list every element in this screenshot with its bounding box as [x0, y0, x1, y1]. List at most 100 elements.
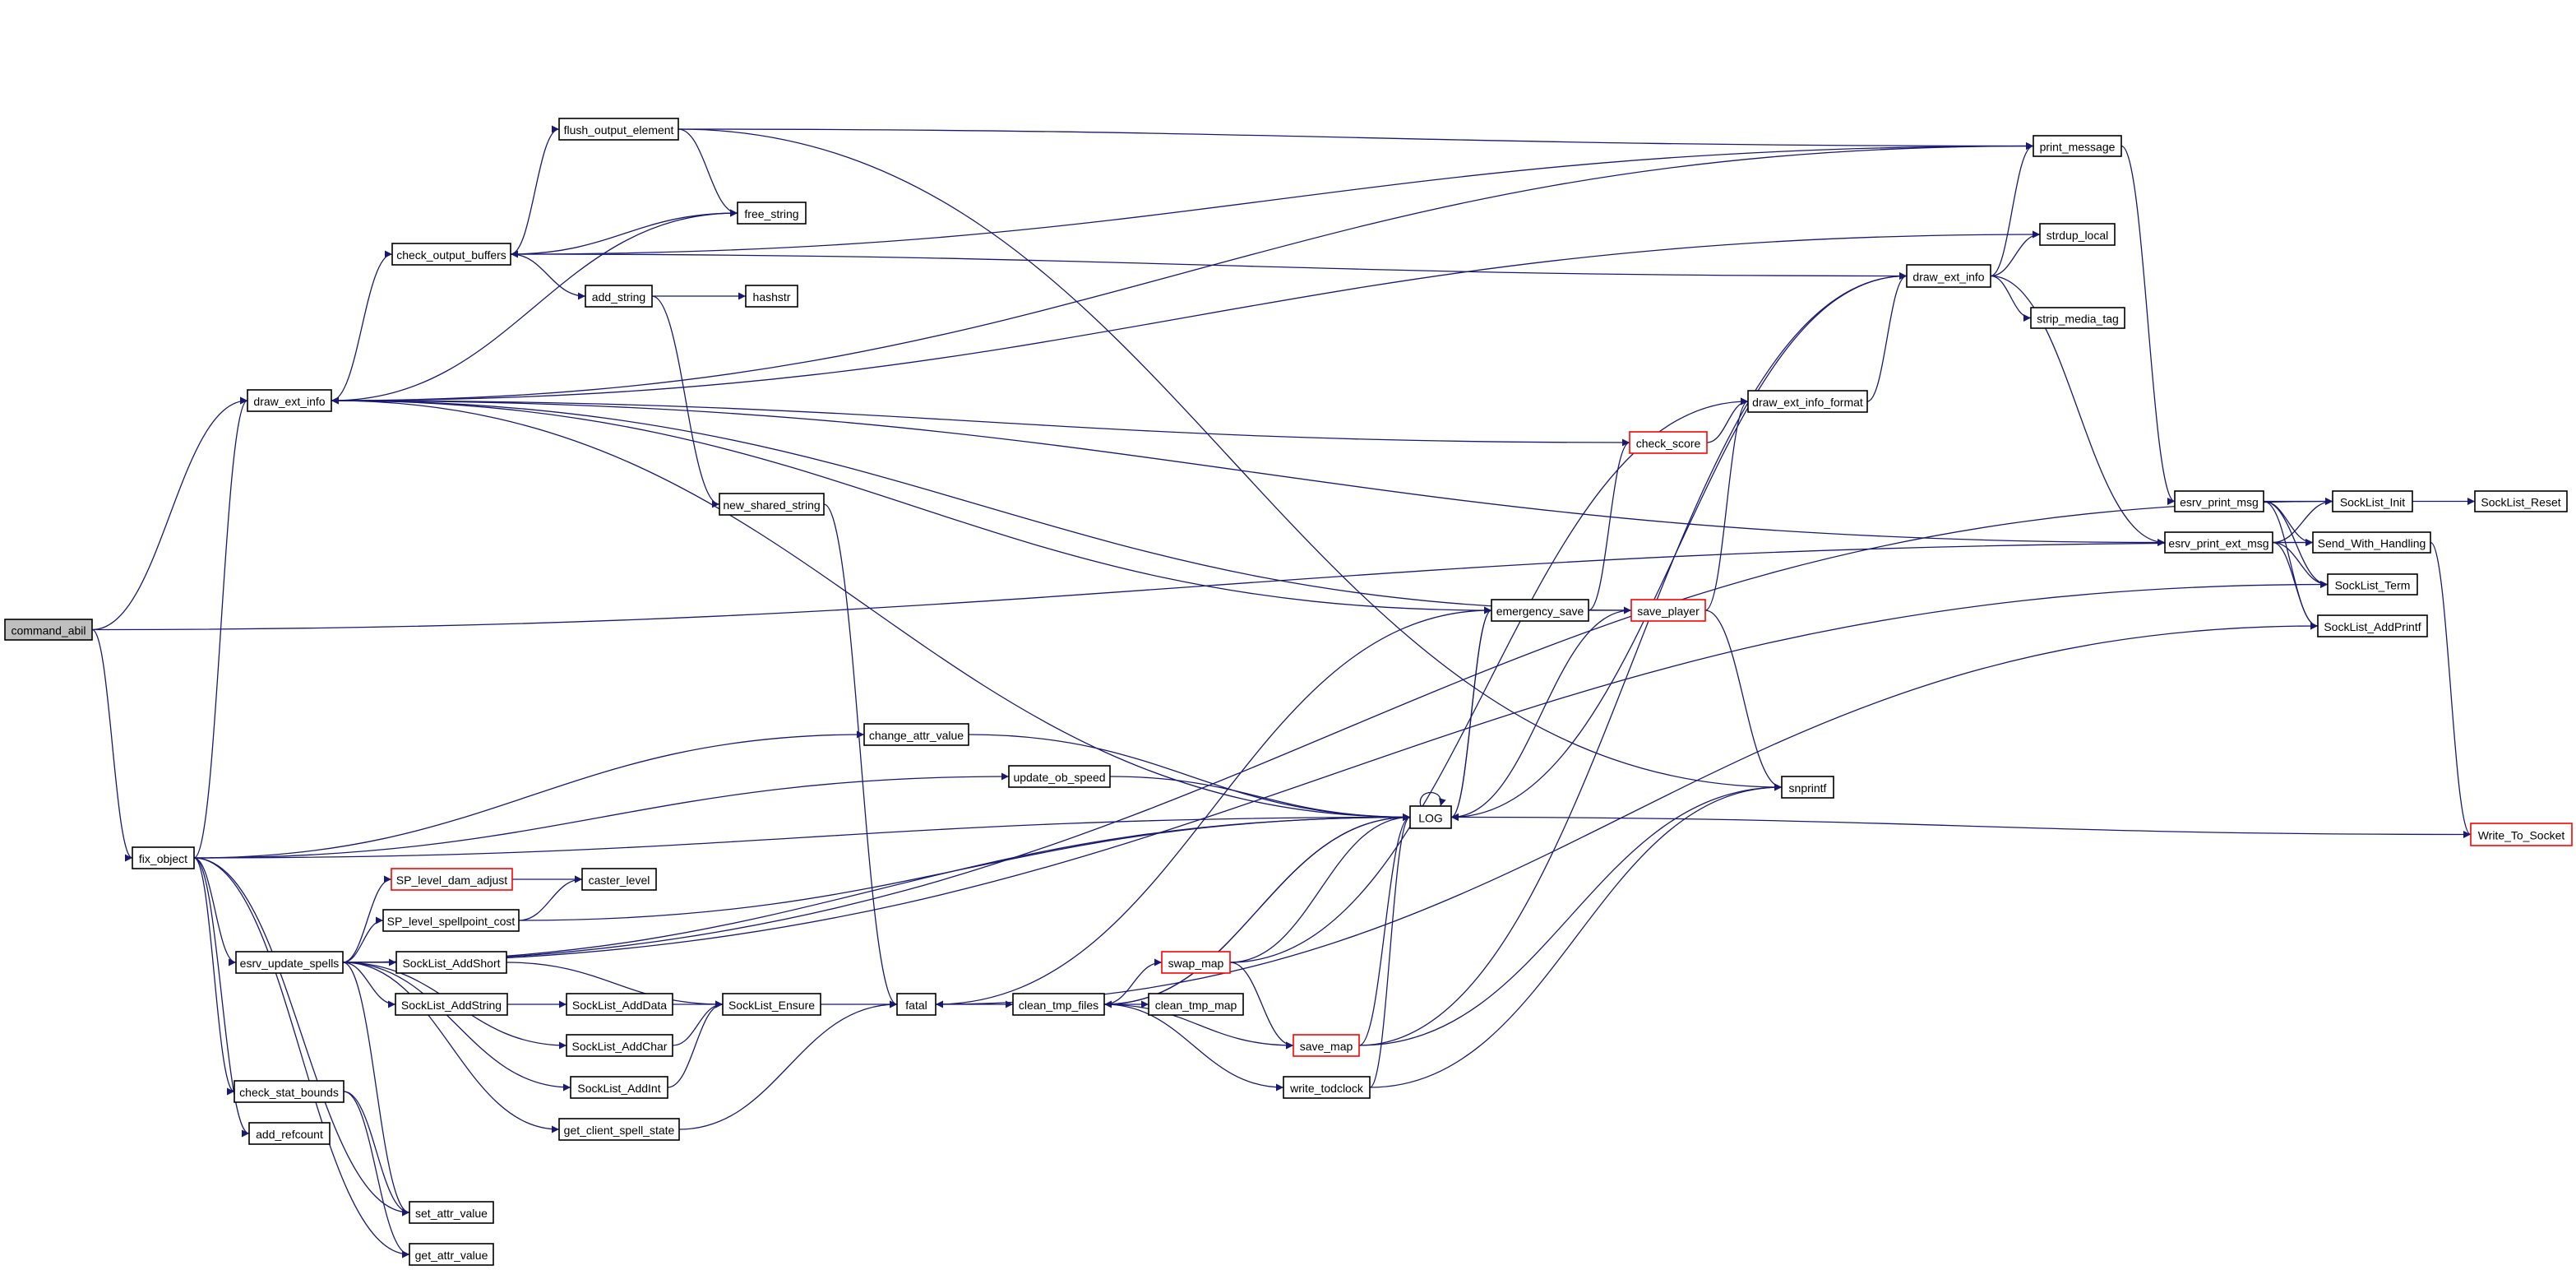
node-box — [1906, 264, 1991, 288]
node-box — [558, 1118, 680, 1141]
node-label: check_score — [1636, 437, 1701, 450]
edge-command_abil-to-Send_With_Handling — [91, 539, 2314, 631]
node-add_string[interactable]: add_string — [585, 285, 653, 308]
node-SockList_Term[interactable]: SockList_Term — [2327, 573, 2418, 596]
node-esrv_print_msg[interactable]: esrv_print_msg — [2174, 490, 2264, 512]
edge-draw_ext_info_L-to-LOG — [331, 400, 1411, 821]
edge-LOG-to-emergency_save — [1450, 606, 1492, 818]
node-save_player[interactable]: save_player — [1630, 599, 1706, 622]
node-draw_ext_info_format[interactable]: draw_ext_info_format — [1747, 390, 1868, 413]
node-set_attr_value[interactable]: set_attr_value — [409, 1201, 494, 1224]
node-label: SockList_AddPrintf — [2324, 620, 2421, 633]
edge-draw_ext_info_R-to-print_message — [1990, 142, 2034, 277]
node-label: get_attr_value — [415, 1249, 488, 1262]
node-box — [2470, 823, 2573, 846]
node-label: SockList_Term — [2335, 579, 2411, 592]
edge-fix_object-to-add_refcount — [193, 857, 250, 1138]
node-esrv_update_spells[interactable]: esrv_update_spells — [235, 951, 344, 974]
node-swap_map[interactable]: swap_map — [1161, 951, 1231, 974]
node-hashstr[interactable]: hashstr — [745, 285, 798, 308]
node-SockList_AddInt[interactable]: SockList_AddInt — [570, 1076, 668, 1099]
node-SockList_AddChar[interactable]: SockList_AddChar — [566, 1034, 673, 1057]
edge-draw_ext_info_format-to-draw_ext_info_R — [1866, 272, 1908, 402]
node-emergency_save[interactable]: emergency_save — [1491, 599, 1589, 622]
node-add_refcount[interactable]: add_refcount — [248, 1122, 331, 1145]
edge-command_abil-to-fix_object — [91, 628, 133, 862]
node-label: esrv_update_spells — [240, 957, 340, 970]
node-box — [2474, 490, 2568, 512]
edge-save_player-to-LOG — [1450, 610, 1632, 821]
node-caster_level[interactable]: caster_level — [581, 868, 657, 891]
edge-fix_object-to-update_ob_speed — [193, 772, 1010, 859]
edge-esrv_update_spells-to-SockList_Init — [342, 498, 2333, 963]
edge-fix_object-to-check_stat_bounds — [193, 857, 235, 1096]
node-SockList_Ensure[interactable]: SockList_Ensure — [722, 993, 821, 1016]
node-esrv_print_ext_msg[interactable]: esrv_print_ext_msg — [2164, 531, 2273, 554]
node-snprintf[interactable]: snprintf — [1781, 776, 1834, 799]
node-SockList_Reset[interactable]: SockList_Reset — [2474, 490, 2568, 512]
node-flush_output_element[interactable]: flush_output_element — [558, 118, 679, 141]
node-label: strip_media_tag — [2037, 313, 2119, 326]
node-get_attr_value[interactable]: get_attr_value — [409, 1243, 494, 1266]
node-label: SockList_AddData — [572, 999, 667, 1012]
node-box — [391, 868, 513, 891]
edge-draw_ext_info_L-to-free_string — [331, 209, 738, 401]
node-Send_With_Handling[interactable]: Send_With_Handling — [2312, 531, 2431, 554]
node-check_stat_bounds[interactable]: check_stat_bounds — [234, 1080, 345, 1103]
edge-SockList_AddPrintf-to-fatal — [935, 625, 2319, 1008]
node-draw_ext_info_L[interactable]: draw_ext_info — [247, 389, 332, 412]
node-draw_ext_info_R[interactable]: draw_ext_info — [1906, 264, 1991, 288]
node-label: SockList_AddInt — [577, 1082, 660, 1095]
node-print_message[interactable]: print_message — [2033, 135, 2122, 157]
node-strdup_local[interactable]: strdup_local — [2039, 223, 2116, 246]
node-label: SockList_AddString — [401, 999, 502, 1012]
node-box — [863, 723, 969, 746]
edge-save_player-to-draw_ext_info_format — [1704, 397, 1749, 611]
node-label: emergency_save — [1496, 605, 1584, 618]
edge-swap_map-to-LOG — [1229, 813, 1411, 963]
node-save_map[interactable]: save_map — [1293, 1034, 1360, 1057]
node-clean_tmp_map[interactable]: clean_tmp_map — [1148, 993, 1244, 1016]
node-change_attr_value[interactable]: change_attr_value — [863, 723, 969, 746]
node-SockList_AddShort[interactable]: SockList_AddShort — [395, 951, 507, 974]
node-strip_media_tag[interactable]: strip_media_tag — [2030, 307, 2125, 329]
node-SP_level_spellpoint_cost[interactable]: SP_level_spellpoint_cost — [382, 909, 520, 932]
edge-command_abil-to-draw_ext_info_L — [91, 396, 248, 631]
edge-check_output_buffers-to-add_string — [510, 253, 586, 300]
node-SockList_AddData[interactable]: SockList_AddData — [566, 993, 673, 1016]
edge-fatal-to-emergency_save — [935, 606, 1492, 1005]
node-label: swap_map — [1168, 957, 1224, 970]
node-box — [235, 951, 344, 974]
node-label: get_client_spell_state — [564, 1124, 675, 1137]
node-LOG[interactable]: LOG — [1409, 805, 1452, 829]
node-label: new_shared_string — [723, 498, 820, 512]
node-SockList_Init[interactable]: SockList_Init — [2332, 490, 2413, 512]
node-label: draw_ext_info — [253, 395, 325, 408]
node-SP_level_dam_adjust[interactable]: SP_level_dam_adjust — [391, 868, 513, 891]
node-box — [2033, 135, 2122, 157]
edge-flush_output_element-to-snprintf — [678, 128, 1783, 791]
node-check_score[interactable]: check_score — [1629, 431, 1708, 454]
node-box — [2174, 490, 2264, 512]
node-box — [395, 993, 508, 1016]
node-clean_tmp_files[interactable]: clean_tmp_files — [1012, 993, 1105, 1016]
node-box — [247, 389, 332, 412]
node-update_ob_speed[interactable]: update_ob_speed — [1008, 765, 1111, 788]
node-SockList_AddPrintf[interactable]: SockList_AddPrintf — [2317, 614, 2428, 637]
edge-check_stat_bounds-to-set_attr_value — [343, 1091, 410, 1217]
node-box — [409, 1243, 494, 1266]
node-new_shared_string[interactable]: new_shared_string — [719, 493, 825, 516]
node-SockList_AddString[interactable]: SockList_AddString — [395, 993, 508, 1016]
node-Write_To_Socket[interactable]: Write_To_Socket — [2470, 823, 2573, 846]
edge-draw_ext_info_R-to-esrv_print_ext_msg — [1990, 275, 2166, 546]
node-box — [1283, 1076, 1371, 1099]
node-write_todclock[interactable]: write_todclock — [1283, 1076, 1371, 1099]
node-get_client_spell_state[interactable]: get_client_spell_state — [558, 1118, 680, 1141]
node-fatal[interactable]: fatal — [896, 993, 937, 1016]
node-free_string[interactable]: free_string — [737, 202, 807, 225]
node-check_output_buffers[interactable]: check_output_buffers — [391, 243, 511, 266]
edge-SockList_AddInt-to-SockList_Ensure — [667, 1000, 724, 1088]
node-label: esrv_print_ext_msg — [2168, 537, 2268, 550]
node-fix_object[interactable]: fix_object — [132, 846, 195, 869]
node-label: flush_output_element — [564, 123, 674, 137]
